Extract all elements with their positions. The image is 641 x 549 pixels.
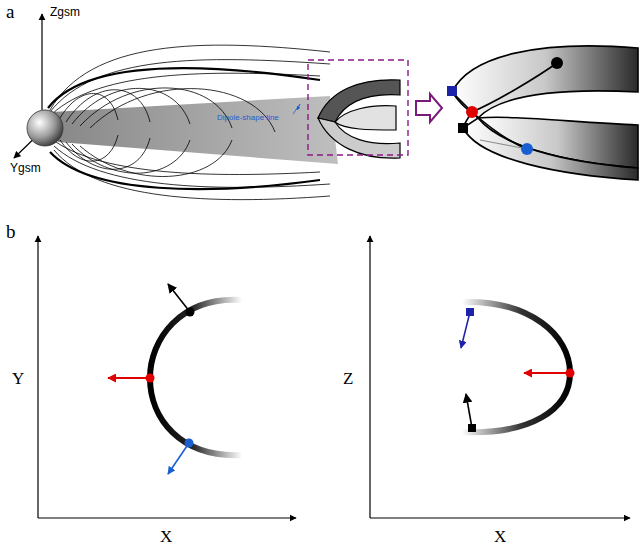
line-label: Dipole-shape line	[217, 114, 279, 122]
panel-letter: b	[6, 222, 16, 241]
axis-label: Ygsm	[10, 162, 41, 174]
axis-label: X	[494, 528, 506, 545]
axis-label: Y	[12, 370, 24, 387]
axis-label: Z	[343, 370, 353, 387]
axis-label: X	[160, 528, 172, 545]
axis-label: Zgsm	[50, 6, 80, 18]
panel-letter: a	[6, 2, 14, 21]
